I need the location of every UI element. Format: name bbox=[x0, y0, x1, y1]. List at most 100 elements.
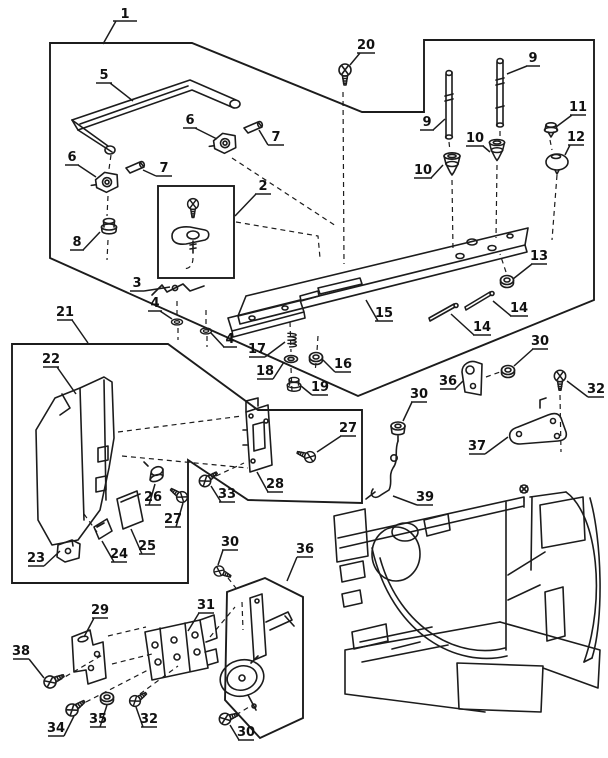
svg-text:27: 27 bbox=[339, 421, 357, 436]
callout-17: 17 bbox=[248, 341, 286, 358]
part-15-top-cover-plate bbox=[227, 227, 529, 338]
svg-text:16: 16 bbox=[334, 357, 352, 372]
part-36-bracket bbox=[461, 360, 483, 396]
svg-text:32: 32 bbox=[140, 712, 158, 727]
svg-text:1: 1 bbox=[120, 7, 129, 22]
svg-text:7: 7 bbox=[159, 161, 168, 176]
callout-20: 20 bbox=[349, 38, 375, 66]
callout-9-right: 9 bbox=[506, 51, 540, 75]
svg-text:4: 4 bbox=[225, 332, 234, 347]
part-27-screw-right bbox=[294, 446, 318, 465]
part-11-cap bbox=[543, 122, 559, 138]
callout-26: 26 bbox=[144, 483, 162, 506]
callout-14-right: 14 bbox=[492, 300, 528, 317]
svg-text:23: 23 bbox=[27, 551, 45, 566]
part-17-spring bbox=[287, 332, 298, 348]
part-23-block bbox=[56, 539, 81, 563]
callout-19: 19 bbox=[300, 380, 329, 396]
callout-18: 18 bbox=[256, 361, 285, 380]
part-16-nut bbox=[308, 351, 324, 366]
part-36-tension-assembly bbox=[219, 593, 295, 711]
callout-7-right: 7 bbox=[258, 129, 284, 146]
svg-text:30: 30 bbox=[237, 725, 255, 740]
part-32-screw-right bbox=[553, 369, 567, 392]
assembly-region-2-outline bbox=[157, 185, 235, 279]
alignment-dashed-lines bbox=[57, 91, 562, 716]
svg-text:11: 11 bbox=[569, 100, 587, 115]
part-7-handle-pin-left bbox=[125, 160, 146, 174]
svg-text:28: 28 bbox=[266, 477, 284, 492]
svg-text:9: 9 bbox=[422, 115, 431, 130]
svg-text:15: 15 bbox=[375, 306, 393, 321]
callout-11: 11 bbox=[555, 100, 587, 128]
svg-text:32: 32 bbox=[587, 382, 605, 397]
svg-text:21: 21 bbox=[56, 305, 74, 320]
svg-text:8: 8 bbox=[72, 235, 81, 250]
assembly-region-21-28-outline bbox=[11, 343, 363, 584]
part-20-screw bbox=[338, 63, 352, 86]
machine-body-casting bbox=[333, 484, 601, 713]
callout-7-left: 7 bbox=[142, 161, 172, 177]
svg-text:18: 18 bbox=[256, 364, 274, 379]
svg-text:9: 9 bbox=[528, 51, 537, 66]
svg-text:27: 27 bbox=[164, 512, 182, 527]
callout-4-left: 4 bbox=[148, 296, 173, 320]
svg-text:17: 17 bbox=[248, 342, 266, 357]
part-27-screw-left bbox=[167, 484, 191, 506]
svg-text:10: 10 bbox=[466, 131, 484, 146]
part-4-washer-left bbox=[170, 318, 184, 326]
callout-8: 8 bbox=[70, 231, 101, 251]
callout-36-bracket: 36 bbox=[439, 374, 464, 390]
part-25-pad bbox=[116, 490, 144, 530]
callout-27-right: 27 bbox=[316, 421, 357, 453]
callout-38: 38 bbox=[12, 644, 45, 679]
svg-text:25: 25 bbox=[138, 539, 156, 554]
callout-16: 16 bbox=[322, 357, 352, 373]
svg-text:3: 3 bbox=[132, 276, 141, 291]
callout-12: 12 bbox=[564, 130, 585, 156]
svg-text:6: 6 bbox=[185, 113, 194, 128]
part-10-spool-pin-base-left bbox=[443, 152, 461, 176]
svg-text:37: 37 bbox=[468, 439, 486, 454]
svg-text:20: 20 bbox=[357, 38, 375, 53]
callout-15: 15 bbox=[365, 299, 393, 322]
svg-text:4: 4 bbox=[150, 296, 159, 311]
svg-text:33: 33 bbox=[218, 487, 236, 502]
svg-text:38: 38 bbox=[12, 644, 30, 659]
part-39-lamp-wire bbox=[365, 440, 399, 500]
part-22-face-cover bbox=[35, 376, 115, 546]
callout-29: 29 bbox=[83, 603, 109, 638]
assembly-region-36-outline bbox=[224, 576, 304, 740]
callout-23: 23 bbox=[27, 550, 61, 567]
callout-27-left: 27 bbox=[164, 502, 184, 528]
svg-text:36: 36 bbox=[296, 542, 314, 557]
callout-22: 22 bbox=[42, 352, 77, 395]
part-31-bracket bbox=[144, 614, 219, 681]
svg-text:36: 36 bbox=[439, 374, 457, 389]
part-9-spool-pin-right bbox=[495, 57, 505, 128]
part-30-screw-box-bottom bbox=[216, 708, 242, 728]
svg-text:35: 35 bbox=[89, 712, 107, 727]
svg-text:19: 19 bbox=[311, 380, 329, 395]
assembly-region-1-outline bbox=[49, 39, 595, 398]
callout-10-right: 10 bbox=[466, 131, 491, 153]
part-30-cap-wire bbox=[390, 421, 406, 442]
callout-3: 3 bbox=[130, 276, 171, 292]
part-14-pin-right bbox=[464, 290, 495, 311]
svg-text:30: 30 bbox=[410, 387, 428, 402]
part-19-cushion-foot bbox=[286, 376, 302, 392]
callout-5: 5 bbox=[96, 68, 134, 102]
callout-24: 24 bbox=[101, 540, 128, 563]
svg-text:6: 6 bbox=[67, 150, 76, 165]
callout-21: 21 bbox=[56, 305, 89, 344]
callout-32-right: 32 bbox=[566, 380, 605, 398]
part-38-screw bbox=[41, 669, 67, 691]
part-9-spool-pin-left bbox=[444, 69, 454, 140]
callout-9-left: 9 bbox=[420, 115, 446, 131]
svg-text:5: 5 bbox=[99, 68, 108, 83]
callout-4-right: 4 bbox=[210, 332, 237, 348]
part-34-screw bbox=[62, 695, 89, 720]
callout-13: 13 bbox=[512, 249, 548, 280]
